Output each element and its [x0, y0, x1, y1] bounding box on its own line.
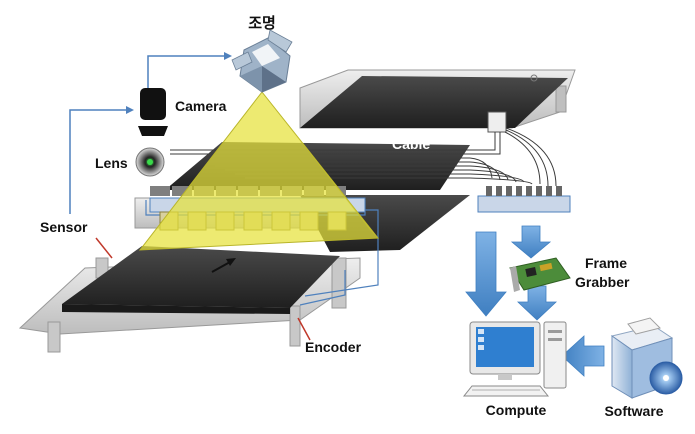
lens-label: Lens	[95, 155, 128, 171]
lens-icon	[135, 147, 165, 177]
direction-arrow-head	[226, 258, 236, 266]
flow-arrow-software-to-compute	[561, 335, 605, 377]
cable-junction-box	[487, 111, 507, 133]
sensor-label: Sensor	[40, 219, 88, 235]
connector-hub	[477, 186, 571, 213]
sensor-to-camera-arrowhead	[126, 106, 134, 114]
frame-grabber-label-line1: Frame	[585, 255, 627, 271]
frame-grabber-label-line2: Grabber	[575, 274, 630, 290]
camera-to-lighting-arrowhead	[224, 52, 232, 60]
desktop-computer-icon	[462, 321, 567, 397]
camera-to-lighting-connector	[147, 55, 228, 88]
software-label: Software	[604, 403, 663, 419]
compute-label: Compute	[486, 402, 547, 418]
cable-label: Cable	[392, 136, 430, 152]
camera-icon	[138, 88, 168, 136]
pci-card-icon	[509, 257, 571, 292]
encoder-pointer	[297, 317, 311, 341]
frame-bolt	[530, 74, 538, 82]
encoder-label: Encoder	[305, 339, 362, 355]
lighting-label: 조명	[248, 14, 276, 32]
sensor-pointer	[95, 237, 113, 259]
direction-arrow	[211, 261, 231, 273]
camera-label: Camera	[175, 98, 227, 114]
software-box-icon	[610, 317, 683, 399]
field-of-view	[138, 91, 379, 251]
lamp-icon	[231, 29, 293, 93]
sensor-to-camera-connector	[69, 109, 128, 214]
flow-arrow-hub-to-compute	[465, 231, 507, 317]
flow-arrow-grabber-to-compute	[516, 285, 558, 321]
flow-arrow-hub-to-grabber	[510, 225, 552, 259]
